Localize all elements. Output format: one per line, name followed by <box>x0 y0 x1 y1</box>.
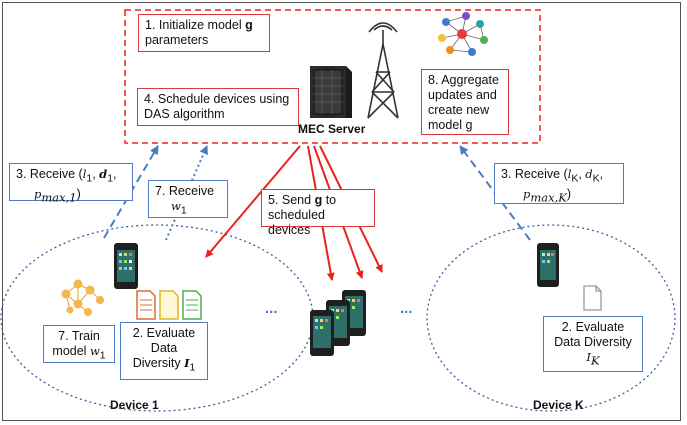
device-k-region <box>426 224 676 412</box>
receive-params-device-1-box: 3. Receive (l1, d1, pmax,1) <box>9 163 133 204</box>
local-network-icon <box>61 279 104 316</box>
mec-server-title: MEC Server <box>298 122 366 136</box>
evaluate-diversity-device-k-box: 2. Evaluate Data Diversity IK <box>543 316 643 372</box>
step1-box: 1. Initialize model g parameters <box>138 14 270 52</box>
step8-box: 8. Aggregate updates and create new mode… <box>421 69 509 135</box>
device-k-label: Device K <box>533 398 584 412</box>
device-k-phone-icon <box>537 243 559 287</box>
step4-box: 4. Schedule devices using DAS algorithm <box>137 88 299 126</box>
outer-frame <box>2 2 681 421</box>
ellipsis-left: ... <box>265 300 278 317</box>
radio-tower-icon <box>367 22 399 119</box>
receive-params-device-k-box: 3. Receive (lK, dK, pmax,K) <box>494 163 624 204</box>
send-model-box: 5. Send g to scheduled devices <box>261 189 375 237</box>
mec-server-region <box>124 9 541 144</box>
evaluate-diversity-device-1-box: 2. Evaluate Data Diversity I1 <box>120 322 208 380</box>
receive-weights-box: 7. Receive w1 <box>148 180 228 218</box>
device-1-label: Device 1 <box>110 398 159 412</box>
document-icon <box>583 285 602 311</box>
train-model-box: 7. Train model w1 <box>43 325 115 363</box>
device-1-region <box>0 224 314 412</box>
device-1-phone-icon <box>114 243 138 289</box>
scheduled-devices-icon <box>310 290 366 356</box>
server-rack-icon <box>310 66 352 118</box>
data-documents-icon <box>136 290 202 320</box>
aggregated-network-icon <box>438 12 488 56</box>
ellipsis-right: ... <box>400 300 413 317</box>
